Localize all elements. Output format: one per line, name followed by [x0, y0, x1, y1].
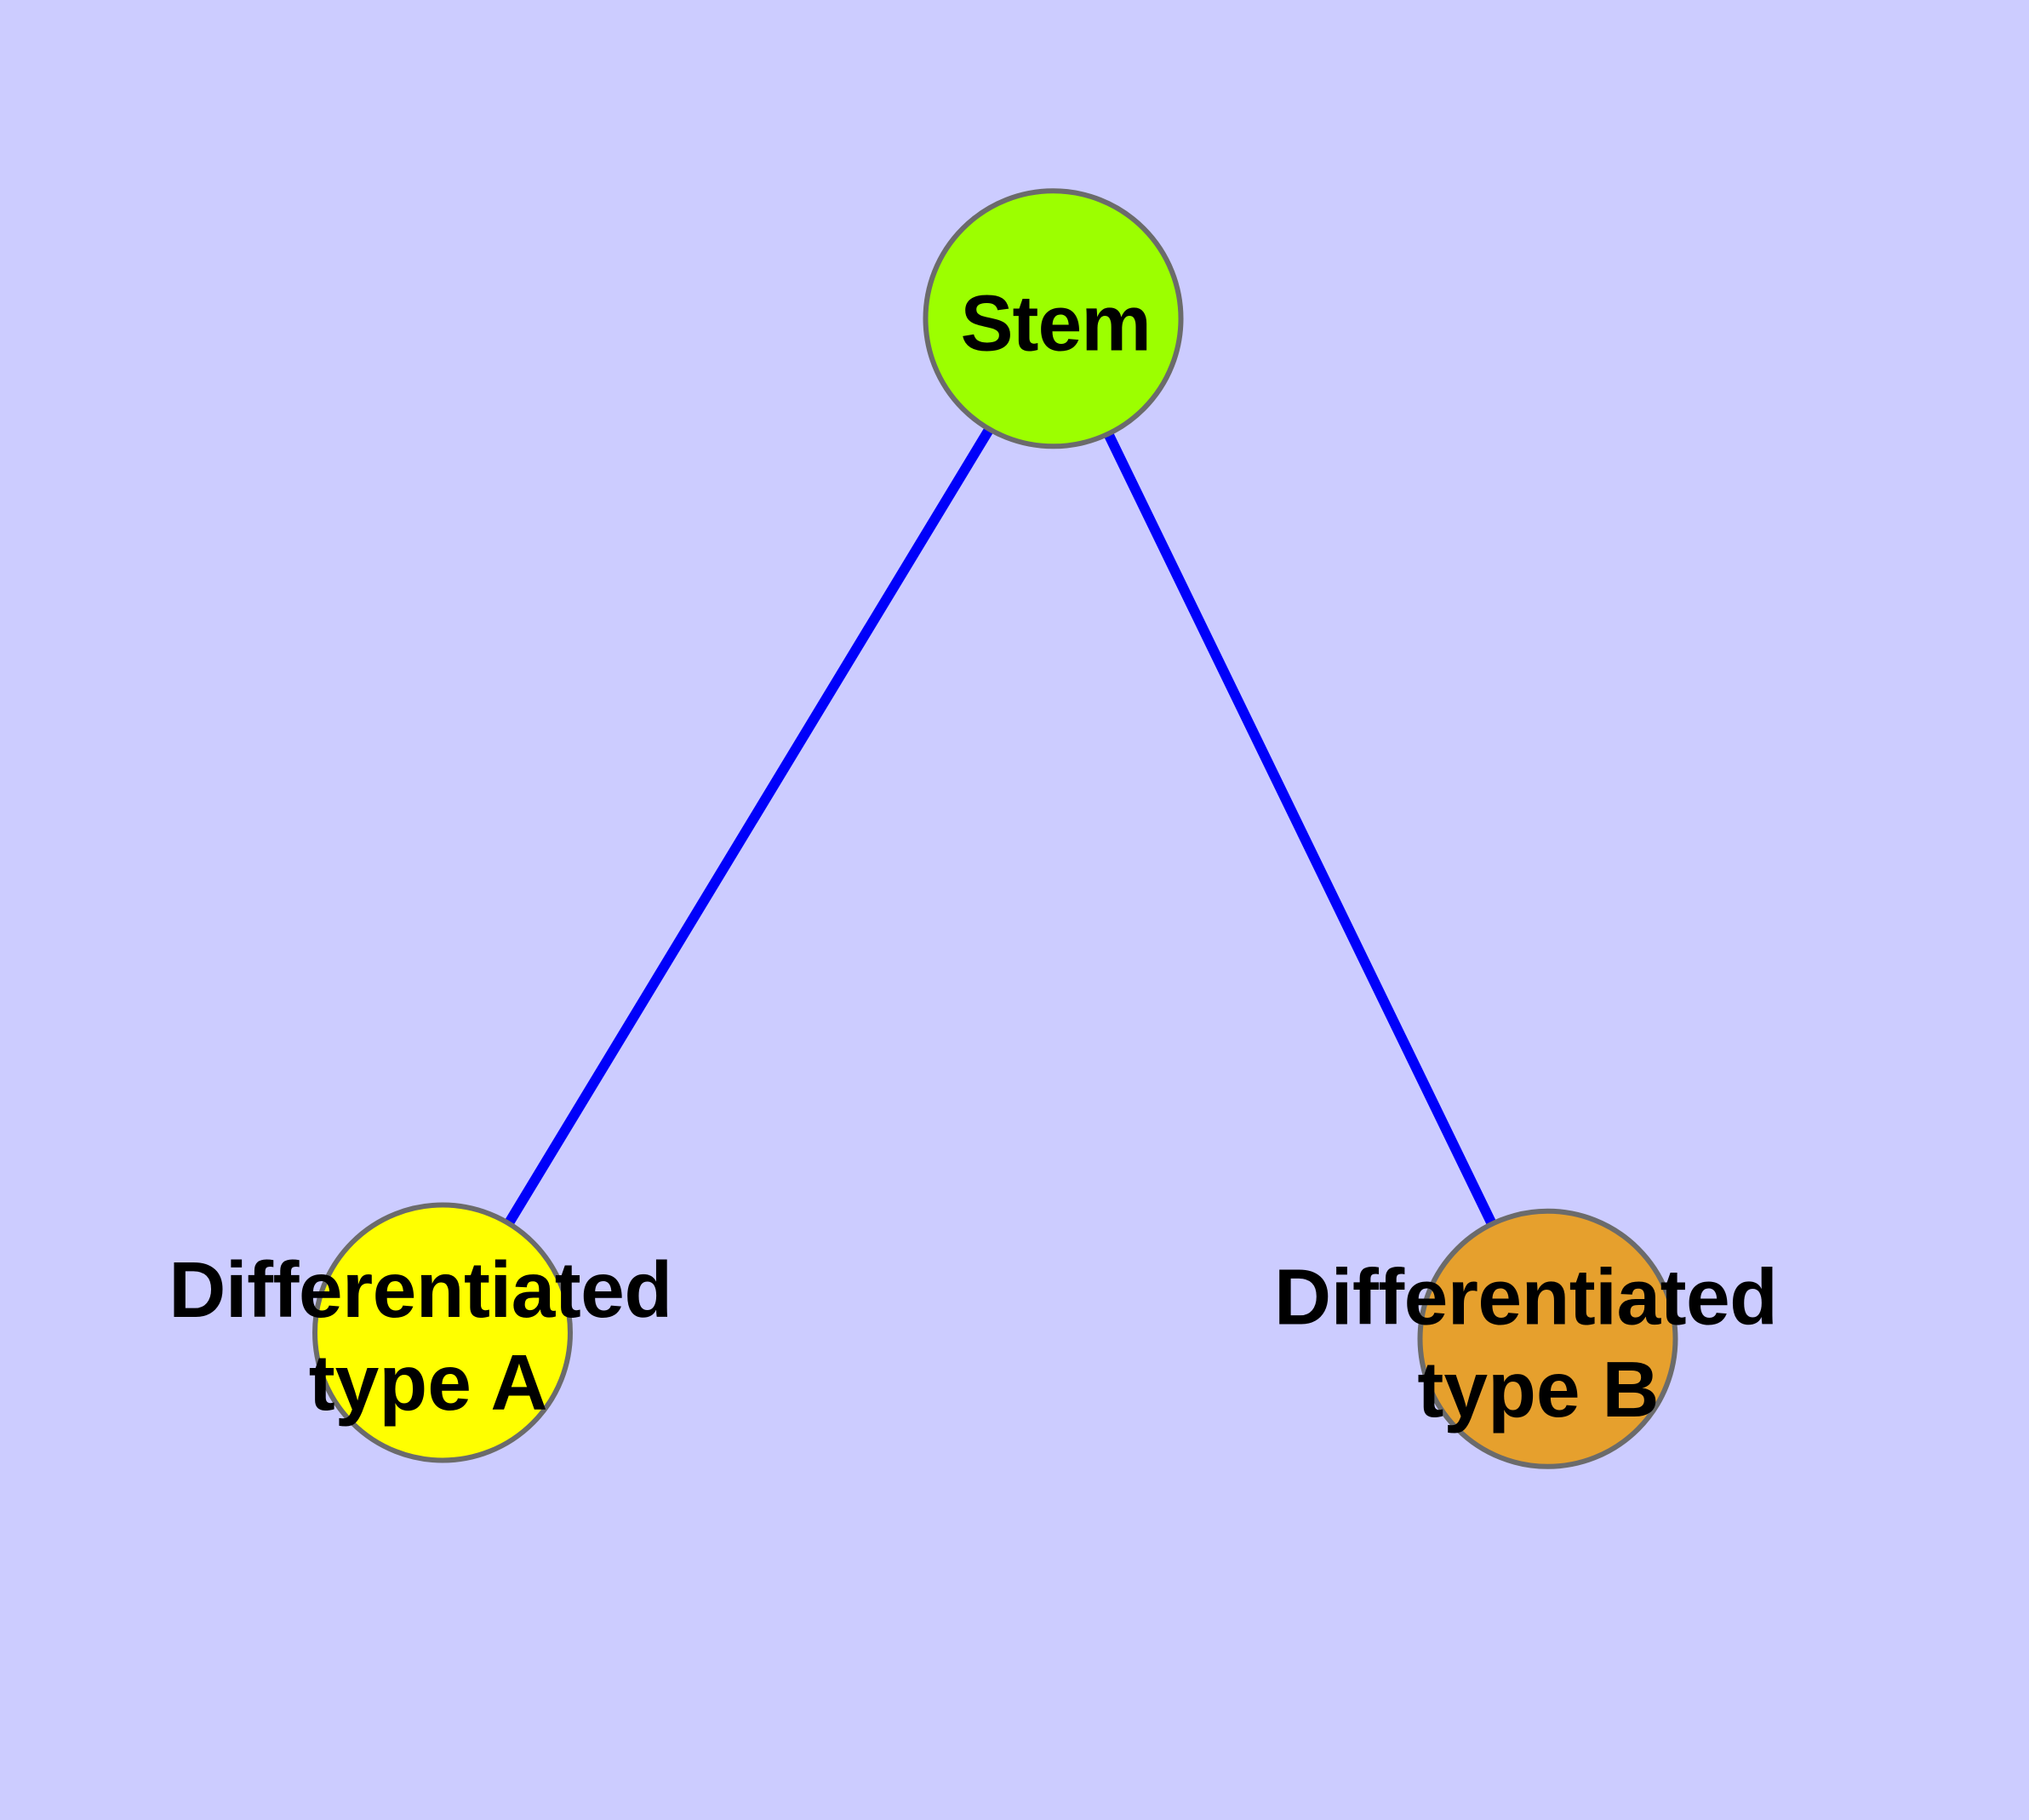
- svg-text:Stem: Stem: [960, 279, 1150, 368]
- svg-text:type B: type B: [1417, 1345, 1659, 1434]
- svg-text:Differentiated: Differentiated: [1274, 1252, 1777, 1341]
- svg-text:type A: type A: [309, 1338, 548, 1427]
- svg-text:Differentiated: Differentiated: [169, 1245, 672, 1334]
